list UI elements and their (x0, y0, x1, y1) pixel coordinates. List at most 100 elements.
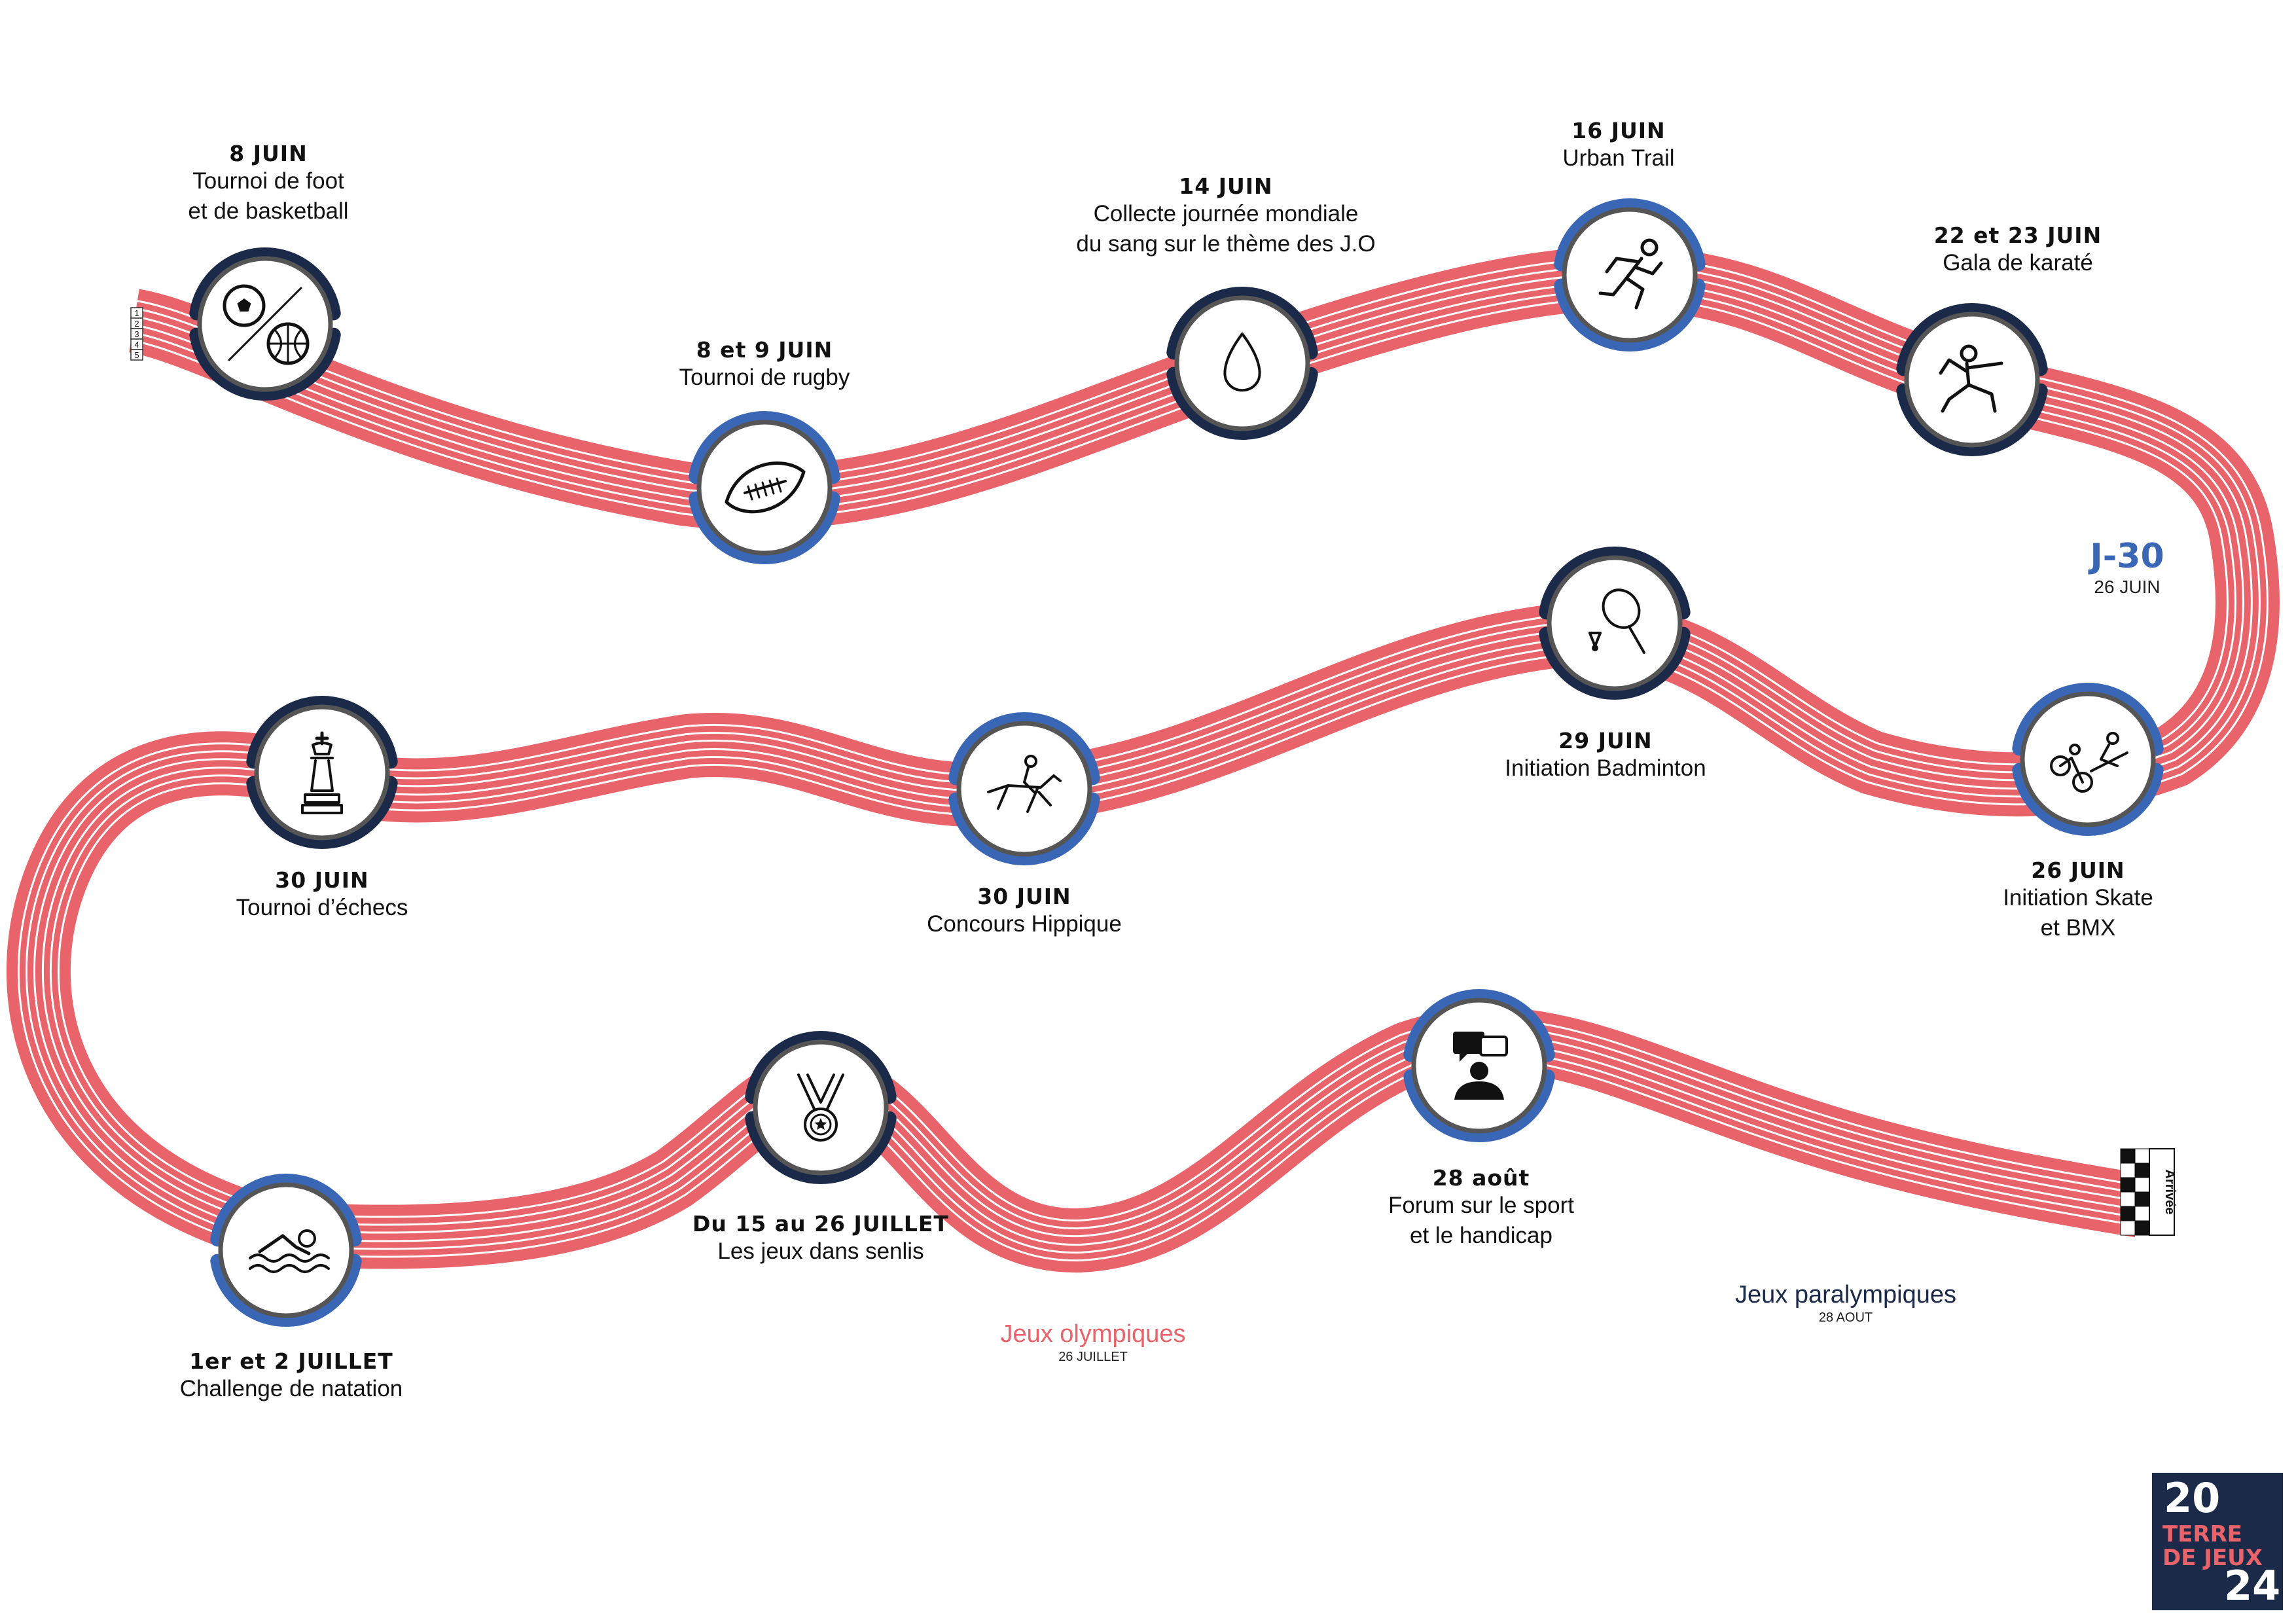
event-date: 1er et 2 JUILLET (189, 1348, 393, 1374)
milestone-paralympic-label: Jeux paralympiques (1735, 1281, 1956, 1308)
runner-icon (1598, 238, 1663, 310)
checker-square (2120, 1191, 2136, 1207)
event-title: Tournoi d’échecs (236, 895, 408, 920)
event-sang (1166, 287, 1318, 440)
finish-label: Arrivée (2162, 1170, 2177, 1215)
start-lane-box: 5 (130, 349, 143, 361)
event-hippique (948, 712, 1100, 865)
event-arc-bottom (210, 1254, 362, 1327)
milestone-paralympic-date: 28 AOUT (1818, 1310, 1873, 1325)
start-lane-number: 2 (134, 319, 139, 329)
start-lane-number: 4 (134, 340, 139, 350)
checker-square (2120, 1148, 2136, 1164)
finish-label-box (2149, 1148, 2175, 1236)
blood-drop-icon (1223, 333, 1261, 392)
start-lane-box: 2 (130, 317, 143, 329)
event-date: 29 JUIN (1558, 728, 1653, 753)
event-date: Du 15 au 26 JUILLET (692, 1211, 949, 1236)
event-arc-top (2012, 683, 2164, 756)
milestone-olympic: Jeux olympiques 26 JUILLET (975, 1319, 1211, 1365)
event-arc-bottom (1896, 383, 2048, 456)
event-date: 30 JUIN (977, 884, 1071, 909)
logo-line-1: 20 (2164, 1474, 2221, 1522)
event-skate (2012, 683, 2164, 836)
start-lane-number: 3 (134, 329, 139, 339)
speaker-forum-icon (1453, 1032, 1508, 1100)
karate-icon (1939, 344, 2003, 413)
event-arc-bottom (246, 776, 398, 849)
event-circle (218, 1182, 354, 1318)
milestone-paralympic: Jeux paralympiques 28 AOUT (1715, 1280, 1977, 1326)
event-title: Collecte journée mondiale du sang sur le… (1076, 201, 1376, 257)
event-arc-bottom (1166, 367, 1318, 440)
milestone-j30: J-30 26 JUIN (2075, 537, 2179, 598)
event-circle (254, 704, 390, 840)
event-foot-basket (189, 247, 341, 401)
checker-square (2120, 1177, 2136, 1193)
horse-rider-icon (987, 755, 1062, 813)
event-date: 8 et 9 JUIN (696, 337, 833, 363)
logo-line-2: TERRE (2162, 1521, 2243, 1547)
logo-line-3: DE JEUX (2162, 1545, 2263, 1571)
event-circle (956, 721, 1092, 857)
event-circle (2020, 691, 2156, 827)
event-circles (189, 198, 2164, 1327)
milestone-j30-date: 26 JUIN (2094, 577, 2161, 597)
start-lane-box: 4 (130, 338, 143, 350)
event-title: Les jeux dans senlis (717, 1238, 924, 1264)
milestone-j30-label: J-30 (2090, 537, 2164, 576)
start-lane-box: 1 (130, 307, 143, 319)
football-basketball-icon (223, 284, 310, 365)
event-badminton (1539, 547, 1691, 700)
event-arc-bottom (745, 1111, 897, 1184)
event-date: 26 JUIN (2031, 857, 2125, 883)
event-title: Initiation Badminton (1505, 755, 1706, 781)
event-arc-bottom (948, 792, 1100, 865)
event-title: Challenge de natation (179, 1376, 403, 1401)
swimmer-icon (249, 1229, 330, 1273)
event-arc-top (1896, 303, 2048, 376)
event-arc-bottom (2012, 763, 2164, 836)
bmx-skate-icon (2050, 732, 2128, 793)
terre-de-jeux-logo: 20 TERRE DE JEUX 24 (2152, 1473, 2283, 1610)
event-title: Concours Hippique (927, 911, 1122, 937)
start-lane-number: 5 (134, 350, 139, 360)
event-jeux (745, 1031, 897, 1184)
checker-square (2134, 1148, 2150, 1164)
checker-square (2134, 1177, 2150, 1193)
event-rugby (689, 411, 840, 564)
event-date: 16 JUIN (1571, 118, 1666, 143)
event-arc-bottom (1403, 1069, 1555, 1142)
event-title: Tournoi de rugby (679, 365, 850, 390)
checker-square (2134, 1220, 2150, 1236)
event-arc-bottom (189, 327, 341, 401)
medal-icon (797, 1074, 844, 1142)
event-arc-top (189, 247, 341, 321)
event-trail (1554, 198, 1706, 352)
event-forum (1403, 989, 1555, 1142)
finish-flag: Arrivée (2120, 1148, 2177, 1236)
checker-square (2120, 1163, 2136, 1178)
checker-square (2120, 1220, 2136, 1236)
event-arc-top (210, 1174, 362, 1247)
event-circle (1174, 295, 1310, 431)
event-arc-top (689, 411, 840, 484)
event-arc-top (948, 712, 1100, 785)
event-title: Urban Trail (1562, 145, 1675, 171)
chess-king-icon (301, 731, 343, 814)
rugby-ball-icon (725, 461, 806, 514)
checker-square (2134, 1163, 2150, 1178)
event-arc-bottom (1554, 278, 1706, 352)
event-arc-top (1403, 989, 1555, 1062)
